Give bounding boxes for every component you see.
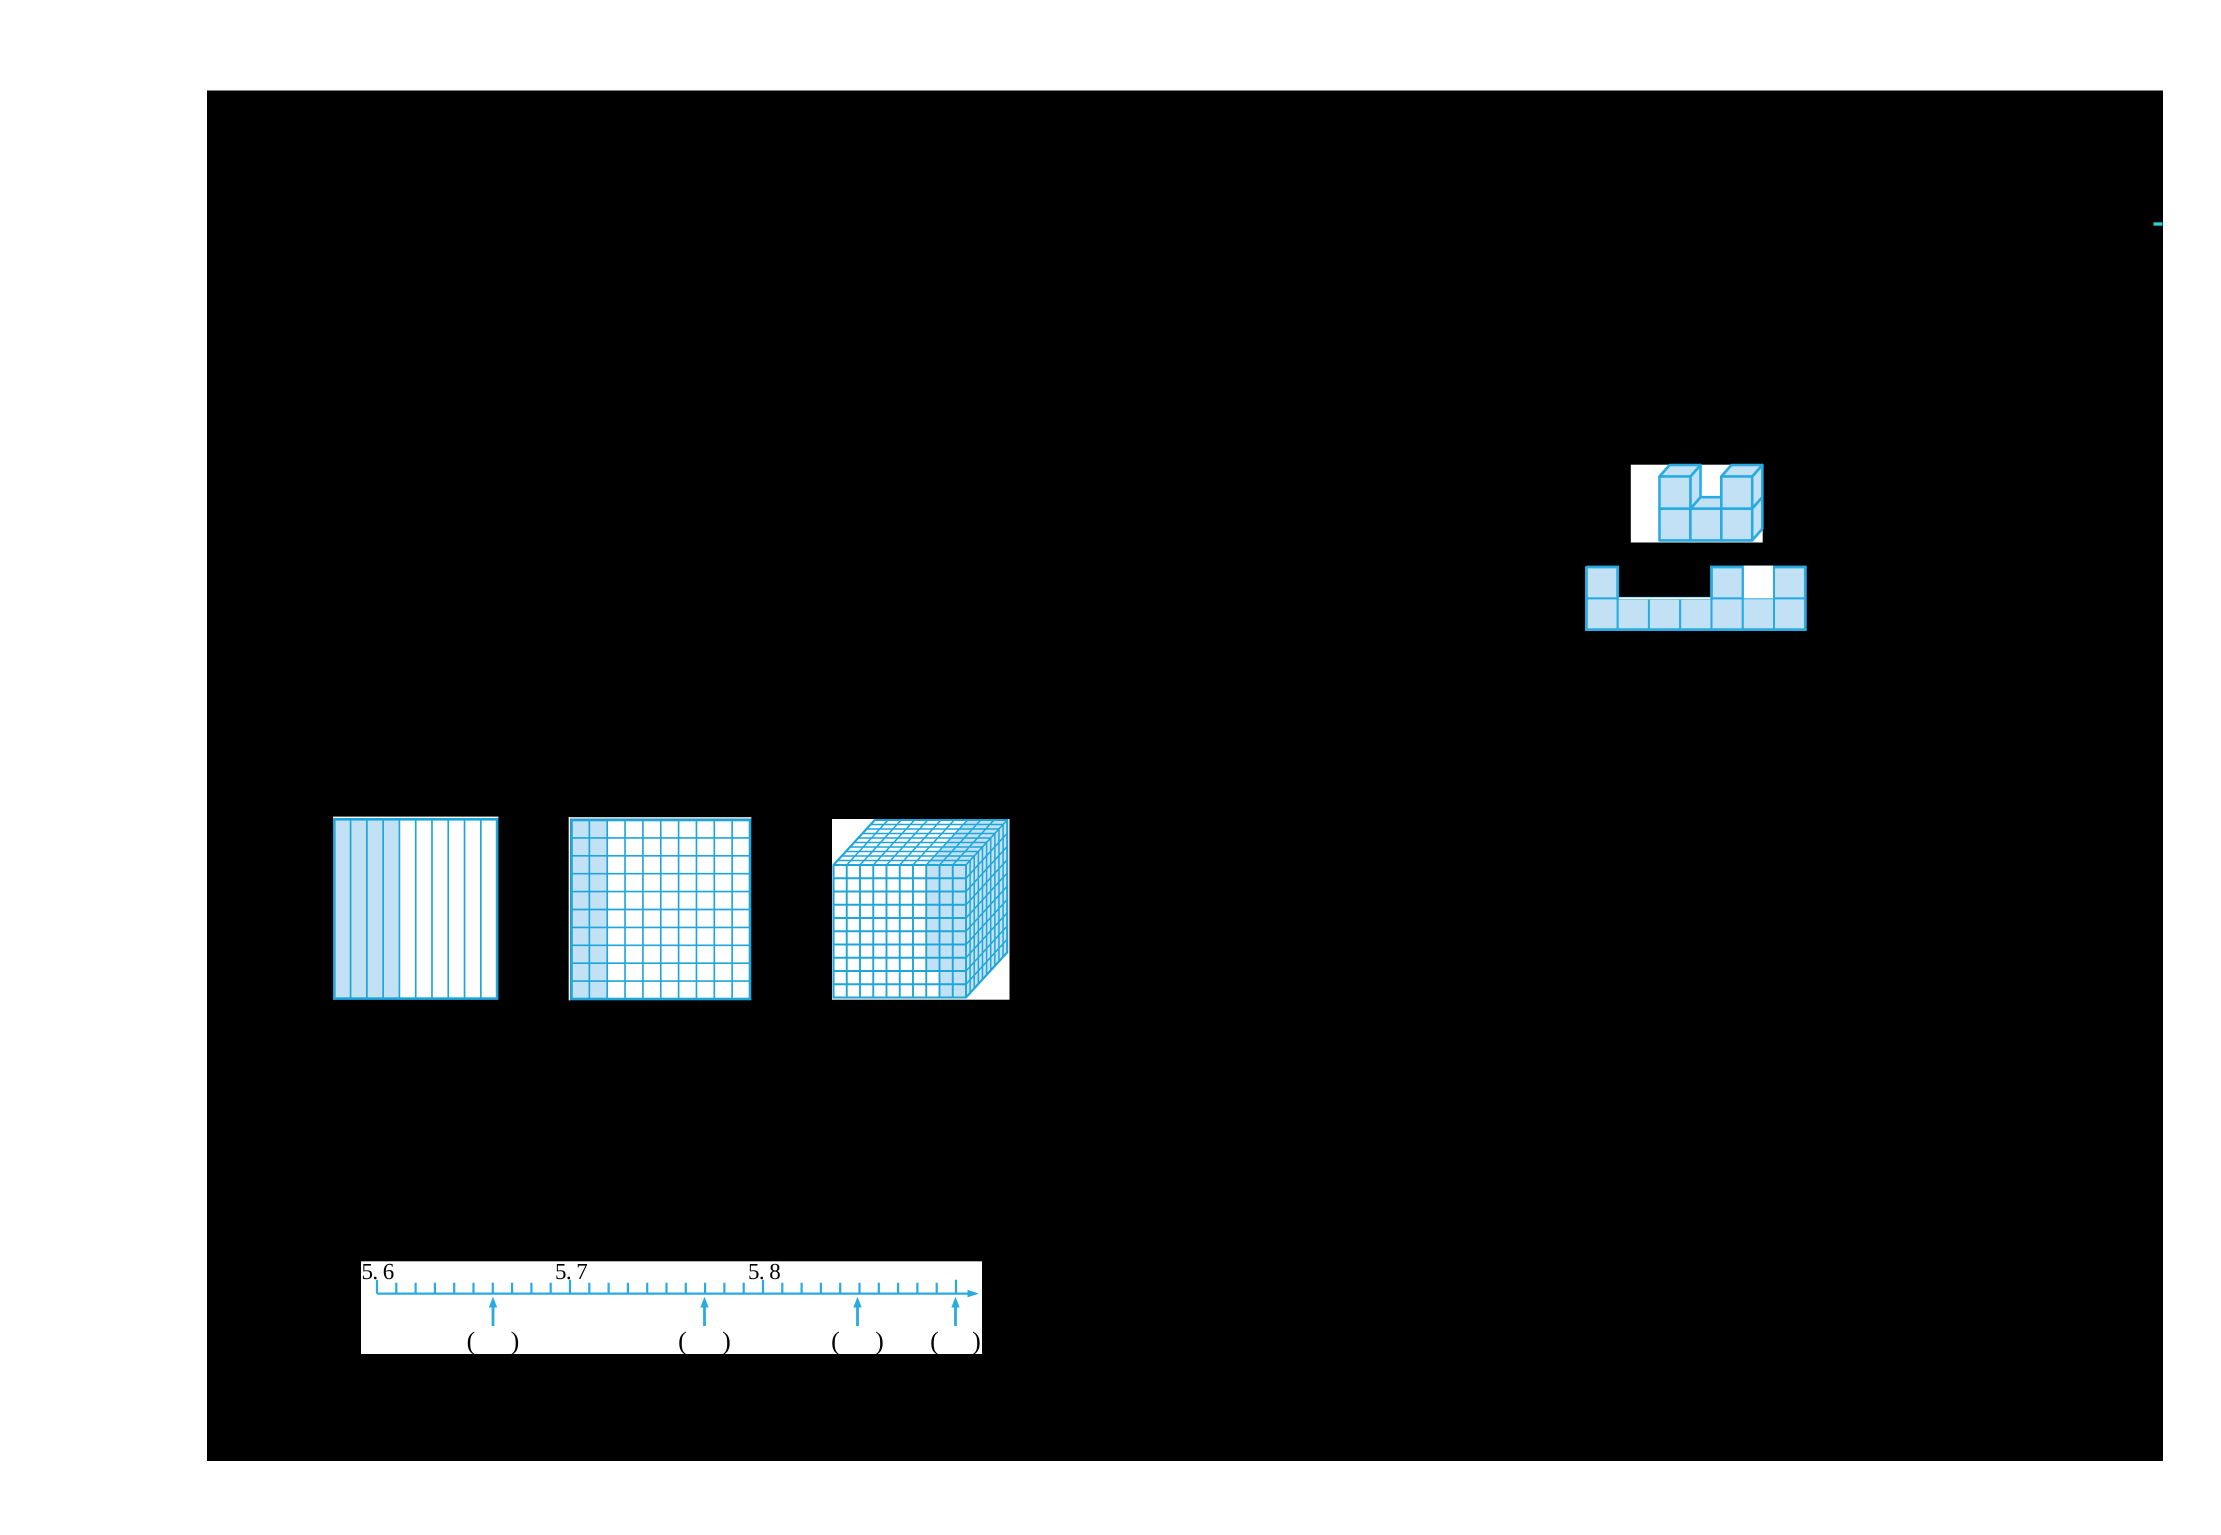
svg-text:5. 8: 5. 8: [748, 1259, 780, 1284]
svg-text:5. 7: 5. 7: [555, 1259, 587, 1284]
svg-text:): ): [511, 1327, 520, 1356]
svg-text:(: (: [831, 1327, 840, 1356]
svg-text:): ): [972, 1327, 981, 1356]
svg-text:5. 6: 5. 6: [362, 1259, 394, 1284]
svg-text:): ): [722, 1327, 731, 1356]
svg-text:(: (: [930, 1327, 939, 1356]
svg-text:): ): [875, 1327, 884, 1356]
svg-text:(: (: [467, 1327, 476, 1356]
svg-text:(: (: [678, 1327, 687, 1356]
